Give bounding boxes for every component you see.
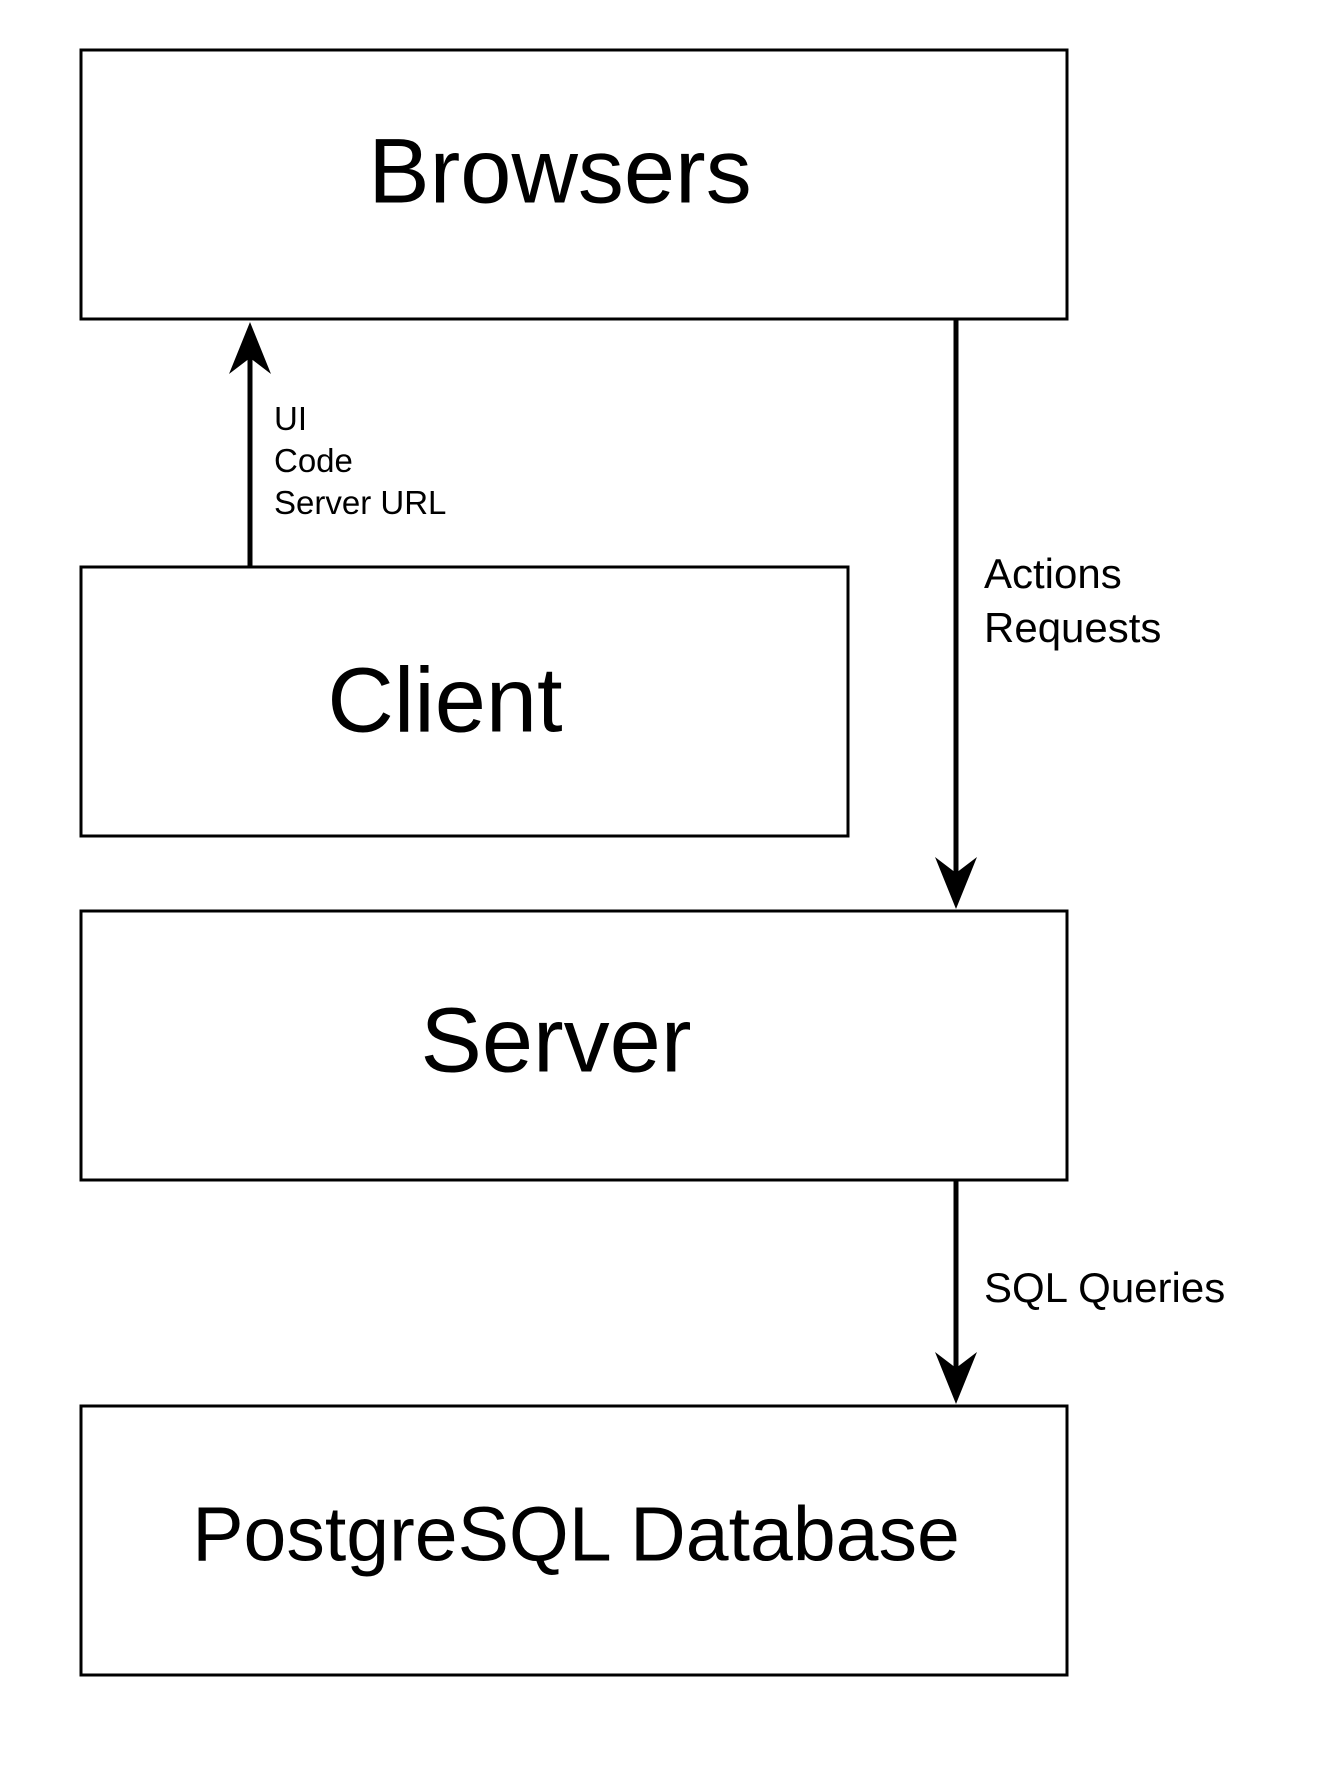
edge-label-requests: Requests: [984, 604, 1161, 651]
browsers-label: Browsers: [368, 120, 751, 222]
arrowhead-up-icon: [229, 322, 271, 374]
arrowhead-down-icon: [935, 1352, 977, 1404]
edge-label-ui: UI: [274, 400, 307, 437]
browsers-node: Browsers: [79, 48, 1069, 321]
edge-label-code: Code: [274, 442, 353, 479]
browsers-to-server-labels: Actions Requests: [984, 550, 1161, 651]
server-to-database-arrow: [935, 1180, 977, 1404]
arrowhead-down-icon: [935, 857, 977, 909]
edge-label-server-url: Server URL: [274, 484, 446, 521]
client-label: Client: [327, 649, 562, 751]
client-node: Client: [79, 565, 850, 838]
server-to-database-labels: SQL Queries: [984, 1264, 1225, 1311]
browsers-to-server-arrow: [935, 319, 977, 909]
client-to-browsers-arrow: [229, 322, 271, 567]
client-to-browsers-labels: UI Code Server URL: [274, 400, 446, 521]
server-node: Server: [79, 909, 1069, 1182]
edge-label-sql-queries: SQL Queries: [984, 1264, 1225, 1311]
database-label: PostgreSQL Database: [192, 1491, 960, 1577]
database-node: PostgreSQL Database: [79, 1404, 1069, 1677]
edge-label-actions: Actions: [984, 550, 1122, 597]
server-label: Server: [421, 989, 692, 1091]
